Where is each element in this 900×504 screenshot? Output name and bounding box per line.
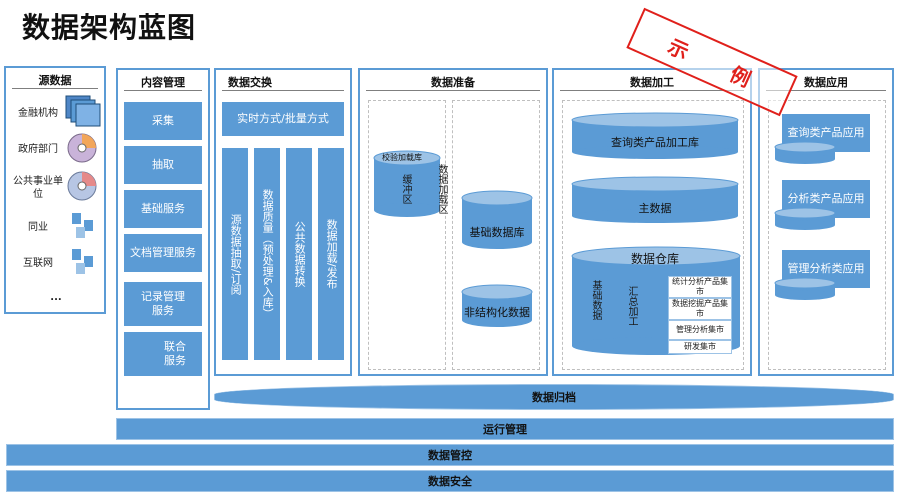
process-area <box>562 100 744 370</box>
app-analysis-cylinder <box>774 208 836 230</box>
data-apps-panel: 数据应用 查询类产品应用 分析类产品应用 管理分析类应用 <box>758 68 894 376</box>
source-data-title: 源数据 <box>38 74 72 87</box>
stamp-char-1: 示 <box>664 34 693 65</box>
exchange-col-quality: 数据质量（预处理&入库） <box>254 148 280 360</box>
stamp-char-2: 例 <box>726 61 755 92</box>
mart-mining: 数据挖掘产品集市 <box>668 298 732 320</box>
load-area-label: 数据加载区 <box>436 164 447 214</box>
warehouse-label: 数据仓库 <box>630 252 679 266</box>
staging-label: 校验加载库 <box>382 153 422 162</box>
exchange-col-load: 数据加载/发布 <box>318 148 344 360</box>
page-title: 数据架构蓝图 <box>22 11 197 44</box>
ops-bar: 运行管理 <box>116 418 894 440</box>
data-process-divider <box>560 90 744 91</box>
exchange-mode-box: 实时方式/批量方式 <box>222 102 344 136</box>
server-stack-icon <box>65 95 101 127</box>
source-item-internet: 互联网 <box>23 258 53 269</box>
security-bar: 数据安全 <box>6 470 894 492</box>
data-prep-title: 数据准备 <box>431 76 475 89</box>
content-item-doc-mgmt: 文档管理服务 <box>124 234 202 272</box>
data-exchange-title: 数据交换 <box>228 76 272 89</box>
data-apps-title: 数据应用 <box>804 76 848 89</box>
archive-bar: 数据归档 <box>214 384 894 410</box>
data-apps-divider <box>766 90 886 91</box>
content-item-record-mgmt: 记录管理服务 <box>124 282 202 326</box>
base-db-label: 基础数据库 <box>469 226 525 239</box>
app-mgmt-cylinder <box>774 278 836 300</box>
mart-rnd: 研发集市 <box>668 340 732 354</box>
source-item-peers: 同业 <box>28 222 48 233</box>
apps-area <box>768 100 886 370</box>
staging-cylinder <box>373 150 441 217</box>
disc-icon <box>67 171 97 201</box>
base-area <box>452 100 540 370</box>
database-icon <box>72 213 93 238</box>
content-item-collect: 采集 <box>124 102 202 140</box>
data-process-title: 数据加工 <box>630 76 674 89</box>
exchange-col-transform: 公共数据转换 <box>286 148 312 360</box>
content-mgmt-divider <box>124 90 202 91</box>
master-data-cylinder <box>571 176 739 223</box>
disc-icon <box>67 133 97 163</box>
unstructured-label: 非结构化数据 <box>464 306 530 319</box>
data-exchange-panel: 数据交换 实时方式/批量方式 源数据抽取/订阅 数据质量（预处理&入库） 公共数… <box>214 68 352 376</box>
mart-mgmt: 管理分析集市 <box>668 320 732 340</box>
source-item-financial: 金融机构 <box>18 108 58 119</box>
exchange-col-extract: 源数据抽取/订阅 <box>222 148 248 360</box>
query-db-label: 查询类产品加工库 <box>611 136 699 149</box>
source-item-government: 政府部门 <box>18 144 58 155</box>
source-data-divider <box>12 88 98 89</box>
content-item-federation: 联合服务 <box>124 332 202 376</box>
content-item-extract: 抽取 <box>124 146 202 184</box>
summary-label: 汇总加工 <box>626 286 637 326</box>
content-item-base-service: 基础服务 <box>124 190 202 228</box>
source-data-panel: 源数据 金融机构 政府部门 公共事业单位 同业 互联网 ... <box>4 66 106 314</box>
staging-area <box>368 100 446 370</box>
base-db-cylinder <box>461 190 533 249</box>
base-data-label: 基础数据 <box>590 280 601 320</box>
data-process-panel: 数据加工 查询类产品加工库 主数据 数据仓库 基础数据 汇总加工 统计分析产品集… <box>552 68 752 376</box>
source-more: ... <box>50 292 62 303</box>
query-db-cylinder <box>571 112 739 159</box>
content-mgmt-panel: 内容管理 采集 抽取 基础服务 文档管理服务 记录管理服务 联合服务 <box>116 68 210 410</box>
mart-stats: 统计分析产品集市 <box>668 276 732 298</box>
control-bar: 数据管控 <box>6 444 894 466</box>
content-mgmt-title: 内容管理 <box>141 76 185 89</box>
database-icon <box>72 249 93 274</box>
buffer-label: 缓冲区 <box>400 174 411 204</box>
app-query-cylinder <box>774 142 836 164</box>
source-item-public-utility: 公共事业单位 <box>13 176 63 200</box>
data-prep-panel: 数据准备 校验加载库 缓冲区 数据加载区 基础数据库 非结构化数据 <box>358 68 548 376</box>
unstructured-cylinder <box>461 284 533 327</box>
master-data-label: 主数据 <box>638 202 672 215</box>
data-prep-divider <box>366 90 540 91</box>
data-exchange-divider <box>222 90 344 91</box>
